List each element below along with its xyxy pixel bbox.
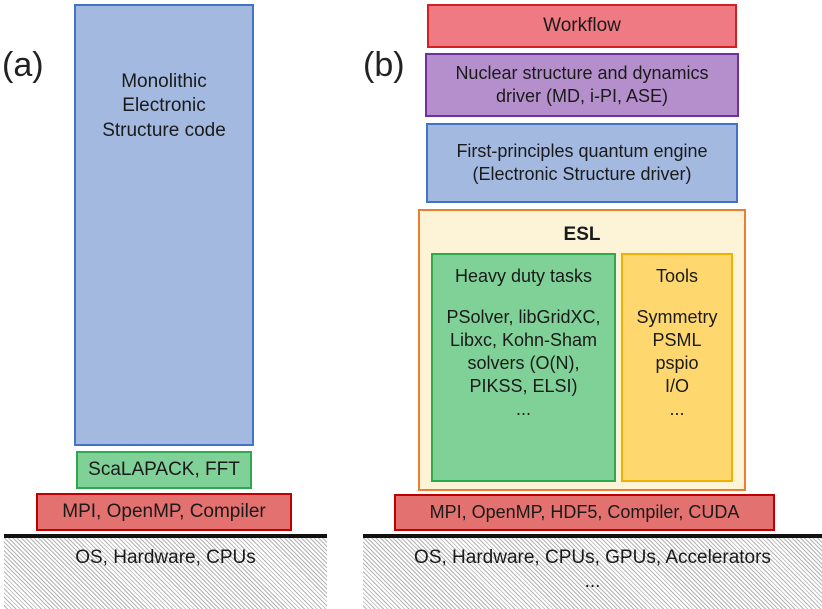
scalapack-label: ScaLAPACK, FFT [88, 458, 240, 480]
monolithic-code-box: Monolithic Electronic Structure code [74, 4, 254, 446]
quantum-engine-box: First-principles quantum engine (Electro… [426, 123, 738, 203]
heavy-line-1: PSolver, libGridXC, [446, 307, 601, 328]
nuclear-line-2: driver (MD, i-PI, ASE) [495, 86, 669, 106]
panel-b-label: (b) [363, 46, 405, 84]
heavy-line-4: PIKSS, ELSI) [469, 376, 578, 397]
ground-line-a [4, 534, 327, 538]
scalapack-box: ScaLAPACK, FFT [76, 451, 252, 489]
os-label-a: OS, Hardware, CPUs [75, 547, 256, 568]
heavy-line-5: ... [515, 399, 531, 420]
panel-a-label: (a) [2, 46, 44, 84]
tools-box: Tools Symmetry PSML pspio I/O ... [621, 253, 733, 482]
mpi-box-a: MPI, OpenMP, Compiler [36, 493, 292, 531]
os-hardware-ground-a: OS, Hardware, CPUs [4, 538, 327, 609]
monolithic-line-2: Electronic [122, 95, 206, 117]
tools-line-3: pspio [655, 353, 699, 374]
monolithic-line-1: Monolithic [121, 71, 207, 92]
workflow-label: Workflow [543, 14, 621, 36]
nuclear-driver-box: Nuclear structure and dynamics driver (M… [425, 53, 739, 117]
quantum-line-2: (Electronic Structure driver) [472, 164, 692, 184]
tools-line-5: ... [669, 399, 685, 420]
mpi-label-b: MPI, OpenMP, HDF5, Compiler, CUDA [429, 501, 740, 522]
ground-line-b [363, 534, 822, 538]
heavy-duty-box: Heavy duty tasks PSolver, libGridXC, Lib… [431, 253, 616, 482]
monolithic-line-3: Structure code [102, 119, 226, 141]
tools-line-1: Symmetry [636, 307, 718, 328]
os-label-b: OS, Hardware, CPUs, GPUs, Accelerators [414, 547, 771, 568]
workflow-box: Workflow [427, 4, 737, 48]
heavy-line-2: Libxc, Kohn-Sham [449, 330, 598, 351]
tools-title: Tools [655, 266, 699, 286]
os-ellipsis-b: ... [584, 571, 601, 593]
mpi-box-b: MPI, OpenMP, HDF5, Compiler, CUDA [394, 494, 775, 531]
heavy-line-3: solvers (O(N), [467, 353, 580, 374]
os-hardware-ground-b: OS, Hardware, CPUs, GPUs, Accelerators .… [363, 538, 822, 609]
nuclear-line-1: Nuclear structure and dynamics [455, 62, 709, 83]
tools-line-2: PSML [652, 330, 702, 351]
tools-line-4: I/O [664, 376, 689, 397]
mpi-label-a: MPI, OpenMP, Compiler [62, 500, 266, 522]
esl-title: ESL [563, 224, 601, 245]
heavy-duty-title: Heavy duty tasks [454, 266, 593, 286]
quantum-line-1: First-principles quantum engine [456, 140, 708, 161]
